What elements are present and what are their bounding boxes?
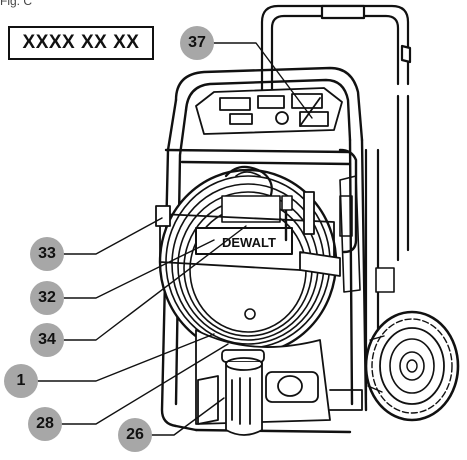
top-control-panel — [195, 87, 343, 135]
leader-33 — [63, 217, 163, 255]
leader-26 — [151, 397, 225, 436]
callout-28: 28 — [28, 407, 62, 441]
retaining-strap — [155, 191, 341, 277]
callout-37: 37 — [180, 26, 214, 60]
callout-32: 32 — [30, 281, 64, 315]
callout-33: 33 — [30, 237, 64, 271]
callout-26: 26 — [118, 418, 152, 452]
leader-28 — [61, 343, 229, 425]
leader-1 — [37, 333, 215, 382]
callout-34: 34 — [30, 323, 64, 357]
callout-1: 1 — [4, 364, 38, 398]
pump-assembly — [195, 329, 363, 436]
brand-label: DEWALT — [222, 235, 276, 250]
wheel — [364, 310, 460, 422]
leader-37 — [213, 42, 313, 119]
figure-label: Fig. C — [0, 0, 33, 8]
side-panel — [339, 175, 395, 293]
model-number-box: XXXX XX XX — [8, 26, 154, 60]
callout-leaders — [37, 42, 313, 436]
leader-32 — [63, 239, 215, 299]
leader-34 — [63, 225, 247, 341]
